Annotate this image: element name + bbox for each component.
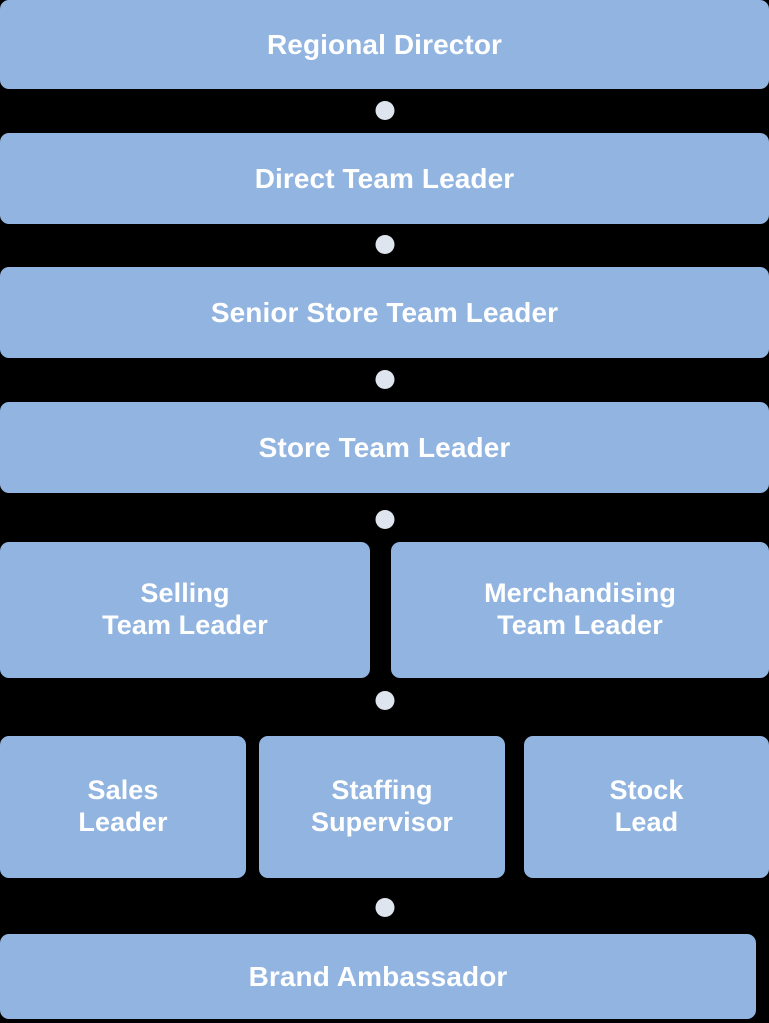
org-node-label: Selling Team Leader <box>102 578 268 640</box>
org-node-senior-store-team-leader[interactable]: Senior Store Team Leader <box>0 267 769 358</box>
org-node-direct-team-leader[interactable]: Direct Team Leader <box>0 133 769 224</box>
org-node-label: Stock Lead <box>609 775 684 837</box>
connector-dot-icon <box>375 101 394 120</box>
org-node-stock-lead[interactable]: Stock Lead <box>524 736 769 878</box>
org-node-label: Brand Ambassador <box>248 960 508 992</box>
org-node-label: Staffing Supervisor <box>310 775 454 837</box>
org-node-label: Direct Team Leader <box>254 162 515 194</box>
org-node-label: Store Team Leader <box>258 431 511 463</box>
org-node-sales-leader[interactable]: Sales Leader <box>0 736 246 878</box>
org-node-label: Regional Director <box>266 28 503 60</box>
connector-dot-icon <box>375 370 394 389</box>
connector-dot-icon <box>375 510 394 529</box>
org-node-label: Merchandising Team Leader <box>484 578 676 640</box>
org-node-merchandising-team-leader[interactable]: Merchandising Team Leader <box>391 542 769 678</box>
org-node-selling-team-leader[interactable]: Selling Team Leader <box>0 542 370 678</box>
org-node-store-team-leader[interactable]: Store Team Leader <box>0 402 769 493</box>
org-node-label: Senior Store Team Leader <box>210 296 559 328</box>
org-node-staffing-supervisor[interactable]: Staffing Supervisor <box>259 736 505 878</box>
org-node-brand-ambassador[interactable]: Brand Ambassador <box>0 934 756 1019</box>
connector-dot-icon <box>375 691 394 710</box>
connector-dot-icon <box>375 235 394 254</box>
connector-dot-icon <box>375 898 394 917</box>
org-node-label: Sales Leader <box>78 775 168 837</box>
org-node-regional-director[interactable]: Regional Director <box>0 0 769 89</box>
